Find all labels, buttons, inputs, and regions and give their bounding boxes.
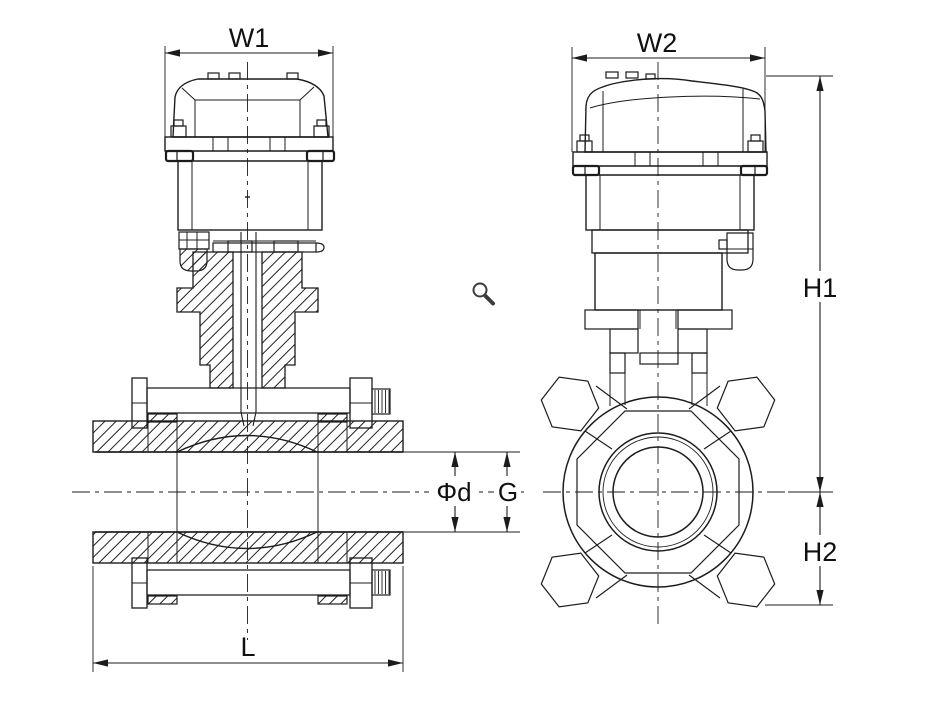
dimension-w1 (164, 46, 334, 151)
valve-body-end-view (540, 376, 776, 608)
ball-upper-arc (176, 434, 318, 453)
front-section-view (72, 46, 524, 672)
hex-bolt-bottom-right (716, 552, 776, 608)
hex-bolt-bottom-left (540, 552, 600, 608)
cable-gland (718, 232, 754, 271)
bonnet-section (176, 232, 319, 427)
hex-bolt-top-right (716, 376, 776, 432)
actuator-cover-side (584, 71, 767, 153)
mounting-bracket-side (584, 309, 733, 406)
dim-label-h2: H2 (803, 537, 838, 567)
actuator-body-front (177, 160, 323, 231)
dimension-labels: W1 W2 H1 H2 Φd G L (229, 23, 841, 662)
dimension-l (92, 566, 404, 672)
dim-label-w1: W1 (229, 23, 270, 53)
valve-body-section (92, 420, 520, 564)
port-bore (612, 446, 704, 538)
actuator-cover-front (172, 72, 329, 138)
bolt-bosses (584, 385, 732, 599)
hex-bolt-top-left (540, 376, 600, 432)
dim-label-l: L (240, 632, 255, 662)
body-octagon-face (576, 410, 740, 574)
port-thread-outer (598, 432, 718, 552)
dim-label-w2: W2 (637, 28, 678, 58)
actuator-flange-front (164, 119, 336, 163)
actuator-body-side (585, 174, 755, 311)
side-end-view (540, 47, 833, 628)
dimension-w2 (571, 47, 766, 152)
actuator-flange-side (571, 134, 769, 177)
port-thread-inner (602, 436, 714, 548)
magnifier-cursor-icon (472, 282, 495, 306)
dim-label-h1: H1 (803, 273, 838, 303)
bottom-bolt-row (131, 557, 391, 609)
dim-label-g: G (498, 477, 518, 507)
ball-lower-arc (176, 531, 318, 550)
dim-label-phi-d: Φd (436, 477, 471, 507)
